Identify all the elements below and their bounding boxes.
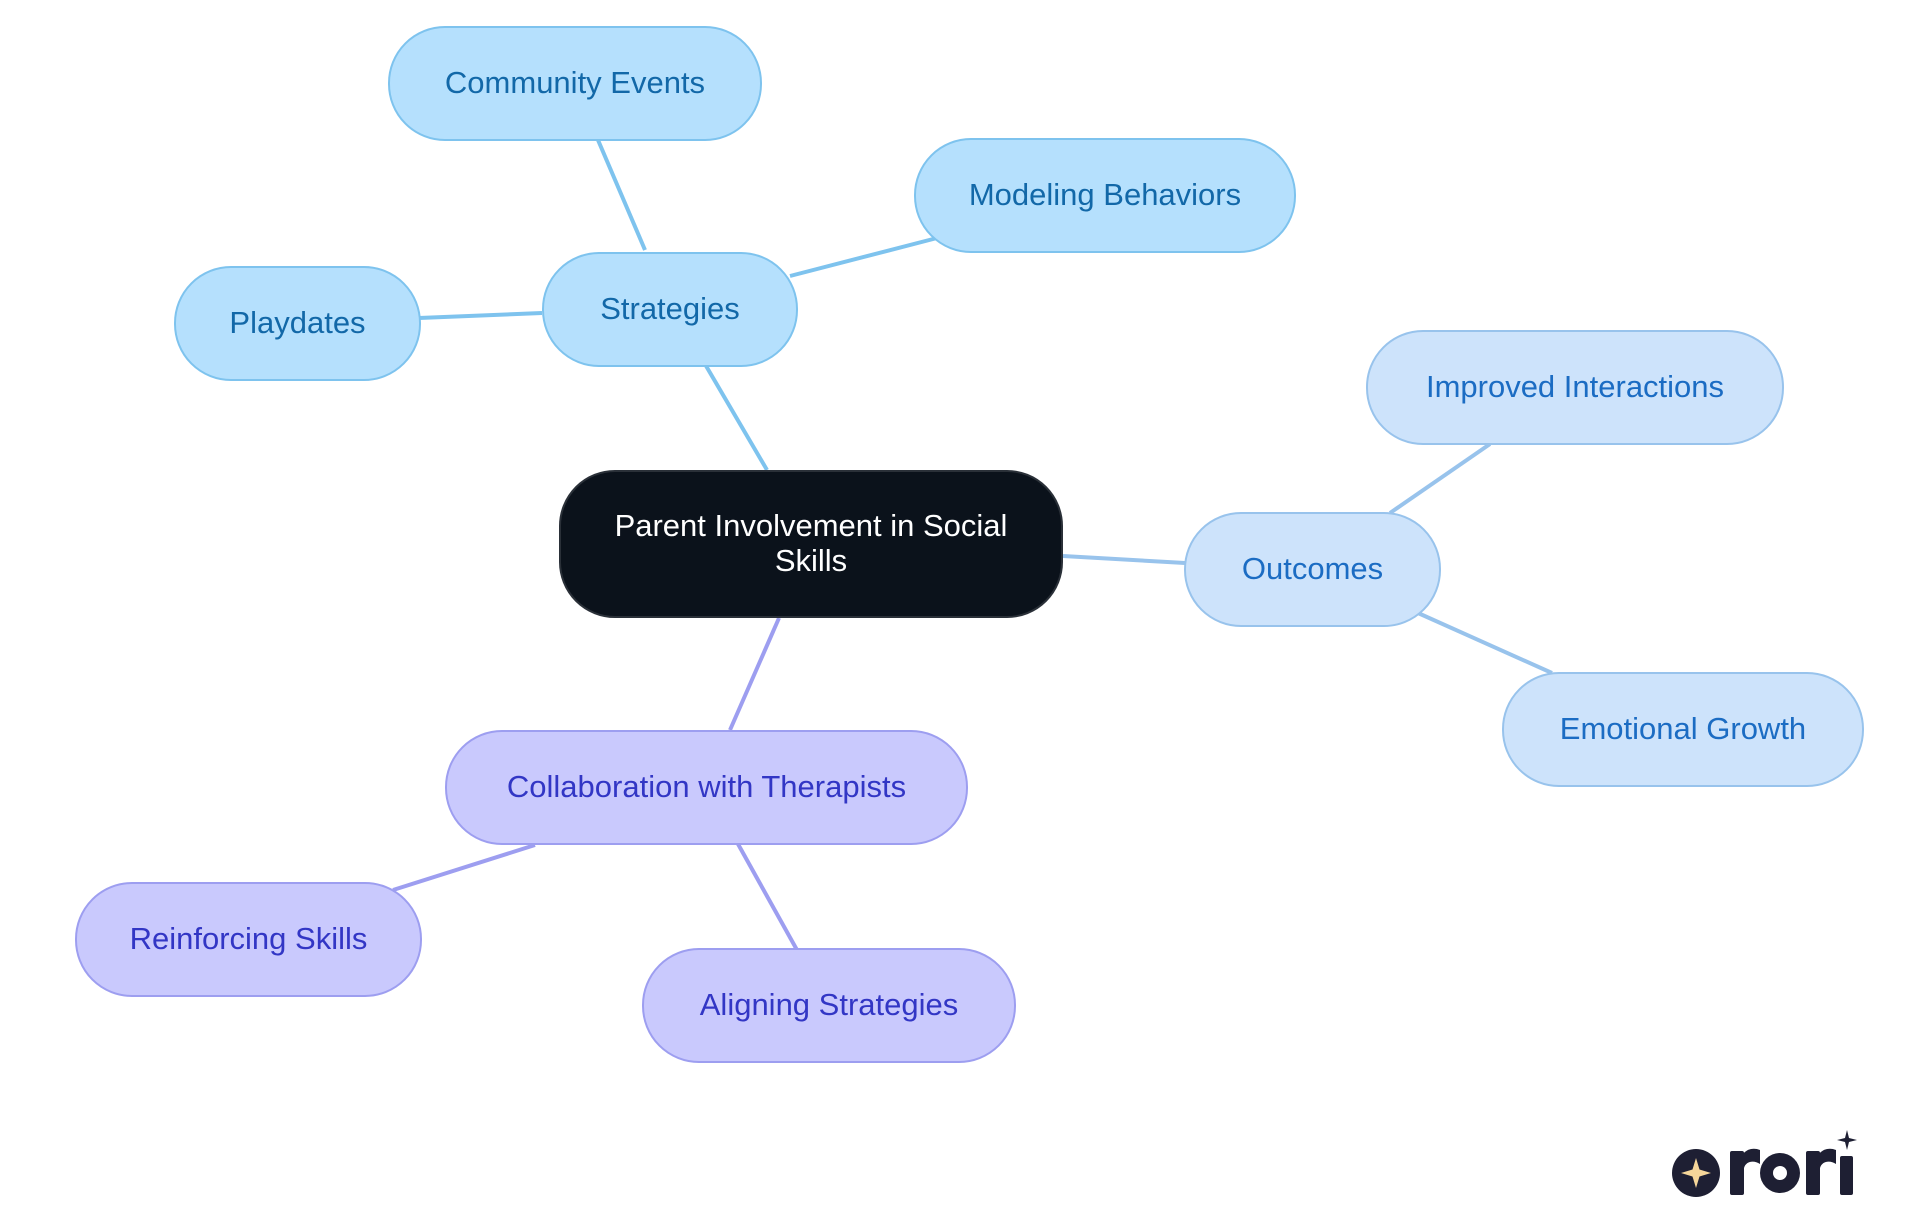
edge-root-strategies [700, 357, 769, 472]
leaf-node-aligning-strategies[interactable]: Aligning Strategies [642, 948, 1016, 1063]
leaf-label: Emotional Growth [1559, 711, 1807, 747]
leaf-node-community-events[interactable]: Community Events [388, 26, 762, 141]
leaf-node-playdates[interactable]: Playdates [174, 266, 421, 381]
edge-collaboration-reinforcing-skills [392, 843, 536, 892]
leaf-label: Modeling Behaviors [968, 177, 1242, 213]
brand-logo [1672, 1130, 1857, 1197]
leaf-label: Aligning Strategies [699, 987, 959, 1023]
edge-strategies-playdates [418, 311, 543, 320]
sparkle-icon [1672, 1149, 1720, 1197]
leaf-label: Community Events [444, 65, 706, 101]
edge-strategies-modeling-behaviors [789, 236, 938, 278]
edge-root-collaboration [728, 617, 781, 731]
edge-outcomes-emotional-growth [1417, 611, 1553, 675]
edge-strategies-community-events [596, 139, 647, 251]
leaf-node-reinforcing-skills[interactable]: Reinforcing Skills [75, 882, 422, 997]
branch-node-outcomes[interactable]: Outcomes [1184, 512, 1441, 627]
edge-collaboration-aligning-strategies [736, 843, 799, 951]
branch-label: Outcomes [1241, 551, 1384, 587]
leaf-label: Reinforcing Skills [129, 921, 368, 957]
logo-wordmark [1730, 1130, 1857, 1195]
edge-outcomes-improved-interactions [1388, 442, 1492, 515]
root-label: Parent Involvement in Social Skills [614, 508, 1008, 578]
leaf-node-modeling-behaviors[interactable]: Modeling Behaviors [914, 138, 1296, 253]
branch-node-strategies[interactable]: Strategies [542, 252, 798, 367]
root-node[interactable]: Parent Involvement in Social Skills [559, 470, 1063, 618]
leaf-label: Improved Interactions [1425, 369, 1725, 405]
branch-node-collaboration-with-therapists[interactable]: Collaboration with Therapists [445, 730, 968, 845]
branch-label: Collaboration with Therapists [506, 769, 907, 805]
leaf-node-improved-interactions[interactable]: Improved Interactions [1366, 330, 1784, 445]
edge-root-outcomes [1062, 554, 1186, 565]
leaf-node-emotional-growth[interactable]: Emotional Growth [1502, 672, 1864, 787]
branch-label: Strategies [600, 291, 740, 327]
leaf-label: Playdates [229, 305, 366, 341]
